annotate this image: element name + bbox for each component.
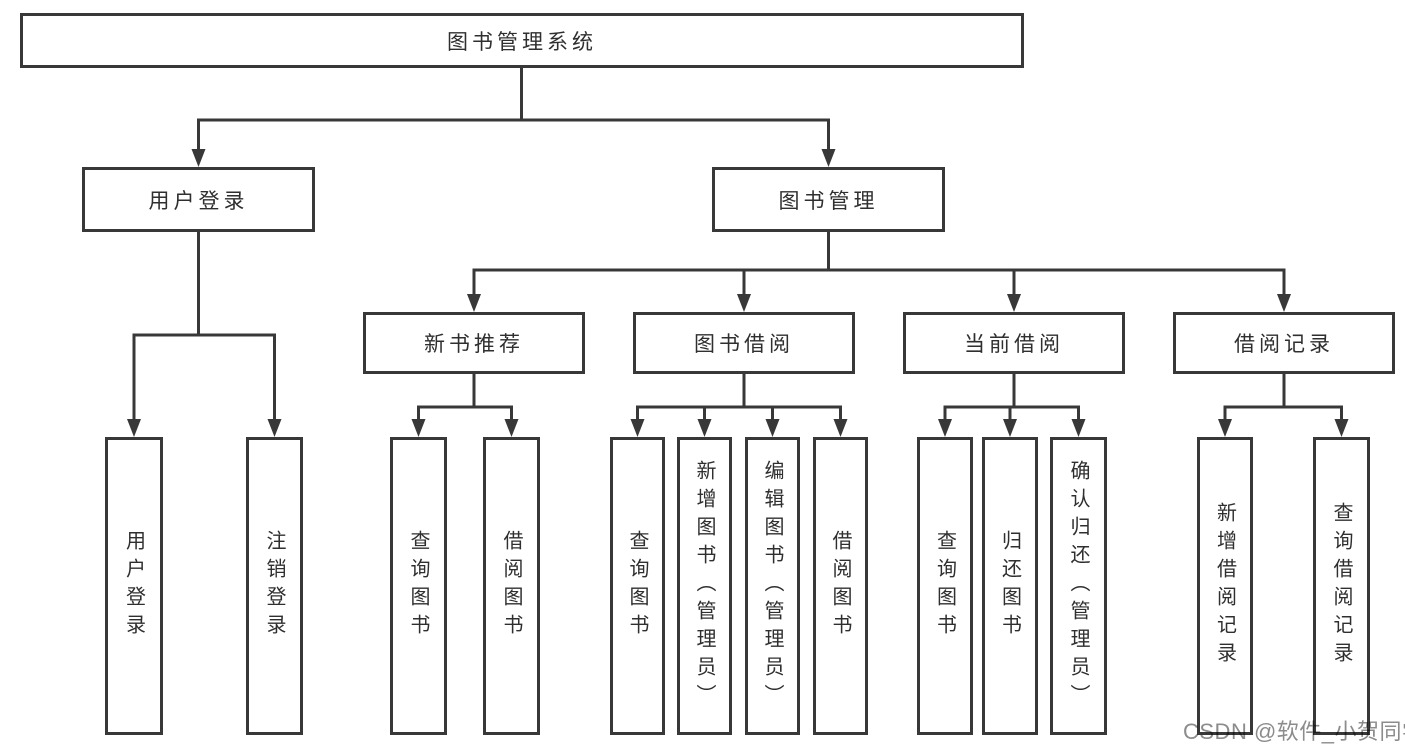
leaf-bb-query-book-label: 查询图书 [626,530,648,642]
node-new-book-recommend-label: 新书推荐 [424,333,524,356]
node-borrow-records-label: 借阅记录 [1234,333,1334,356]
leaf-user-login: 用户登录 [105,437,163,735]
arrowheads [127,149,1349,437]
leaf-bb-query-book: 查询图书 [610,437,665,735]
leaf-br-add-record: 新增借阅记录 [1197,437,1253,735]
leaf-nbr-query-book-label: 查询图书 [407,530,429,642]
node-book-borrow: 图书借阅 [633,312,855,374]
connector-book-mgmt-level2 [472,230,1286,302]
leaf-cb-query-book: 查询图书 [917,437,973,735]
leaf-cb-query-book-label: 查询图书 [933,530,956,642]
leaf-logout: 注销登录 [246,437,303,735]
node-root-label: 图书管理系统 [447,30,597,54]
leaf-cb-confirm-return-label: 确认归还（管理员） [1067,460,1089,712]
leaf-nbr-borrow-book: 借阅图书 [483,437,540,735]
connector-user-login-children [132,230,276,427]
connector-book-borrow-children [636,372,842,427]
connector-borrow-records-children [1223,372,1343,427]
leaf-user-login-label: 用户登录 [122,530,145,642]
leaf-bb-edit-book-label: 编辑图书（管理员） [761,460,783,712]
leaf-br-query-record: 查询借阅记录 [1313,437,1370,735]
node-current-borrow: 当前借阅 [903,312,1125,374]
connector-root-to-level1 [197,66,830,157]
node-book-management: 图书管理 [712,167,945,232]
csdn-watermark: CSDN @软件_小贺同学 [1183,719,1405,744]
node-root: 图书管理系统 [20,13,1024,68]
node-user-login: 用户登录 [82,167,315,232]
leaf-nbr-query-book: 查询图书 [390,437,447,735]
leaf-bb-add-book: 新增图书（管理员） [677,437,732,735]
leaf-nbr-borrow-book-label: 借阅图书 [500,530,522,642]
leaf-cb-return-book: 归还图书 [982,437,1038,735]
node-book-borrow-label: 图书借阅 [694,333,794,356]
node-book-management-label: 图书管理 [778,189,879,213]
node-current-borrow-label: 当前借阅 [964,333,1064,356]
leaf-logout-label: 注销登录 [263,530,285,642]
node-user-login-label: 用户登录 [148,189,249,213]
leaf-bb-borrow-book-label: 借阅图书 [829,530,851,642]
leaf-bb-borrow-book: 借阅图书 [813,437,868,735]
node-borrow-records: 借阅记录 [1173,312,1395,374]
leaf-cb-return-book-label: 归还图书 [998,530,1021,642]
leaf-br-add-record-label: 新增借阅记录 [1213,502,1236,670]
connector-current-borrow-children [943,372,1080,427]
leaf-bb-edit-book: 编辑图书（管理员） [745,437,800,735]
leaf-cb-confirm-return: 确认归还（管理员） [1050,437,1107,735]
leaf-br-query-record-label: 查询借阅记录 [1330,502,1352,670]
leaf-bb-add-book-label: 新增图书（管理员） [693,460,715,712]
node-new-book-recommend: 新书推荐 [363,312,585,374]
connector-new-book-children [417,372,513,427]
